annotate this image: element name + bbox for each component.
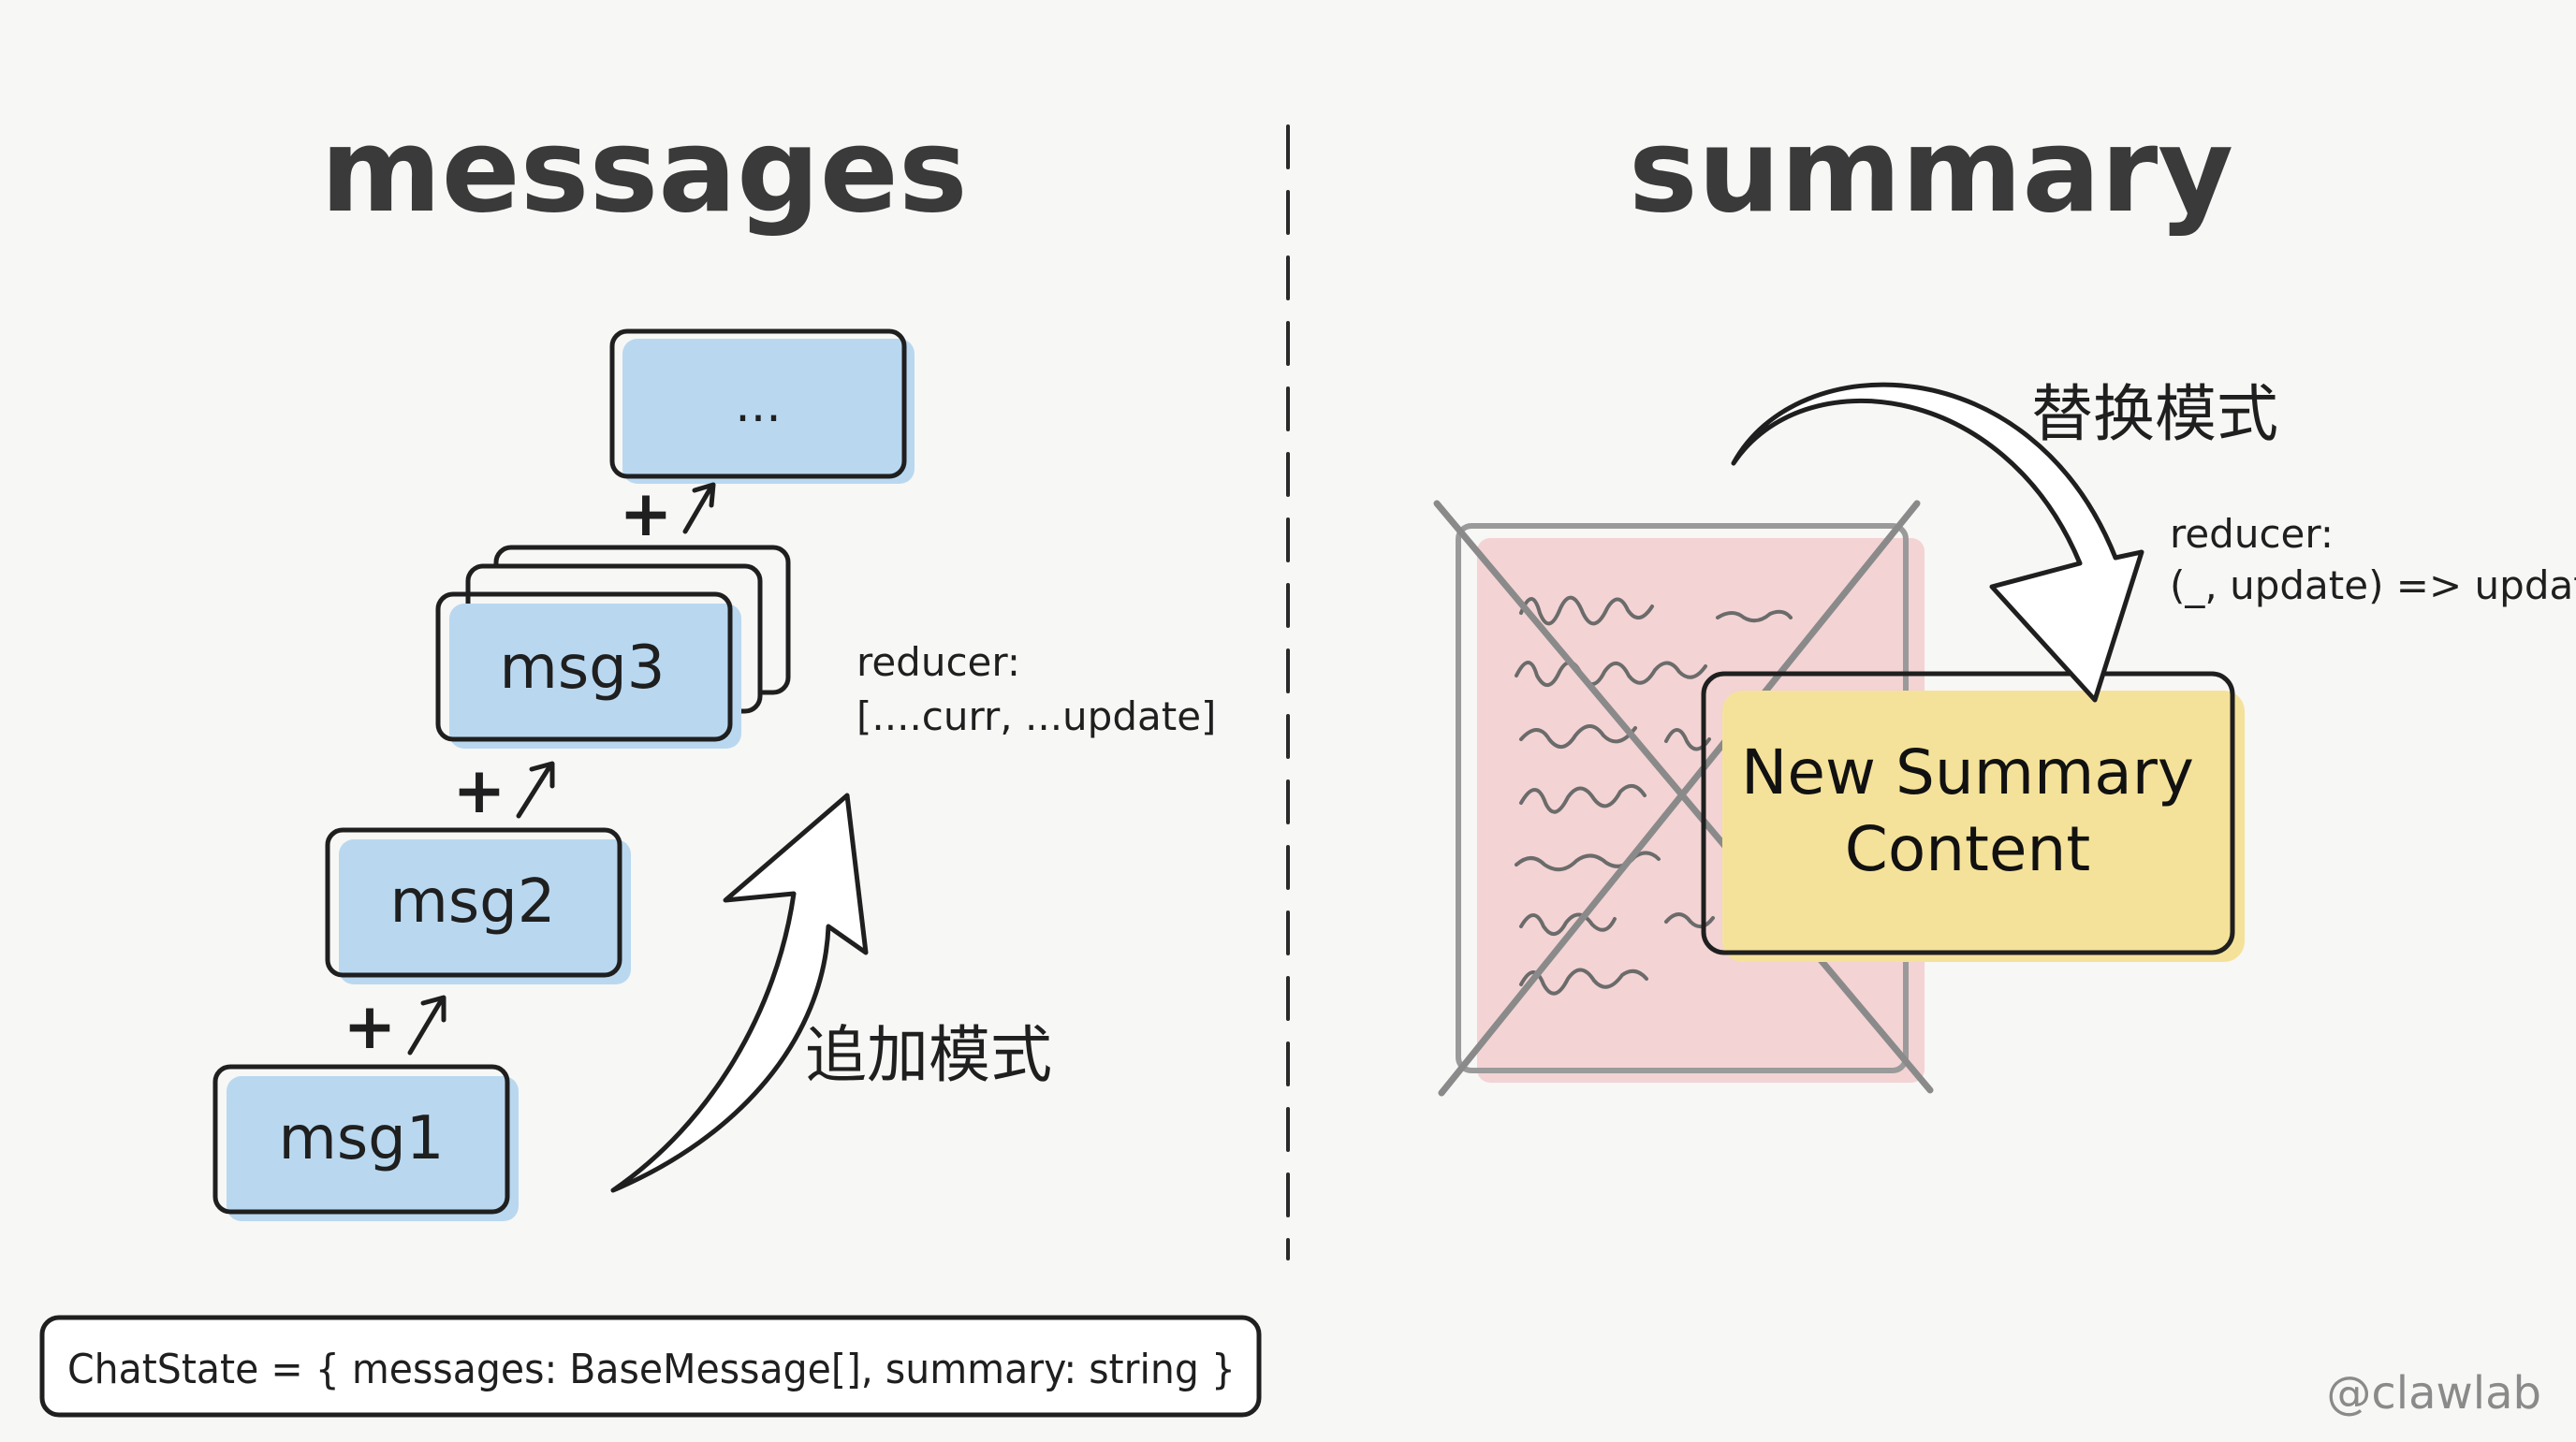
append-step-2: + xyxy=(453,754,555,828)
replace-mode-arrow-icon xyxy=(1731,382,2144,703)
continuation-label: ... xyxy=(735,377,782,433)
state-definition-text: ChatState = { messages: BaseMessage[], s… xyxy=(67,1346,1236,1393)
plus-sign: + xyxy=(453,754,506,828)
msg2-label: msg2 xyxy=(389,867,555,937)
scribbled-text-icon xyxy=(1515,595,1793,996)
msg3-stack: msg3 xyxy=(435,545,791,749)
plus-sign: + xyxy=(620,477,673,551)
append-arrow-icon xyxy=(516,763,553,819)
new-summary-line1: New Summary xyxy=(1741,736,2194,808)
new-summary-box: New Summary Content xyxy=(1701,671,2245,962)
replace-mode-label: 替换模式 xyxy=(2031,378,2278,450)
append-mode-label: 追加模式 xyxy=(805,1019,1052,1091)
summary-reducer-expr: (_, update) => update xyxy=(2170,562,2576,608)
messages-title: messages xyxy=(320,104,967,239)
messages-reducer-expr: [....curr, ...update] xyxy=(856,693,1216,739)
append-mode-arrow-icon xyxy=(610,793,869,1193)
strike-line xyxy=(1438,500,1921,1097)
summary-reducer-label: reducer: xyxy=(2170,511,2334,557)
append-arrow-icon xyxy=(407,997,445,1056)
state-definition-box: ChatState = { messages: BaseMessage[], s… xyxy=(39,1315,1262,1418)
messages-reducer-label: reducer: xyxy=(856,639,1020,685)
plus-sign: + xyxy=(344,990,397,1064)
watermark: @clawlab xyxy=(2326,1367,2541,1420)
append-step-3: + xyxy=(620,477,716,551)
append-arrow-icon xyxy=(682,484,714,534)
msg3-label: msg3 xyxy=(499,634,665,703)
msg2-box: msg2 xyxy=(325,827,631,984)
continuation-box: ... xyxy=(609,328,915,484)
new-summary-line2: Content xyxy=(1845,813,2091,885)
summary-title: summary xyxy=(1629,104,2233,239)
msg1-box: msg1 xyxy=(212,1064,519,1221)
append-step-1: + xyxy=(344,990,446,1064)
msg1-label: msg1 xyxy=(278,1104,444,1173)
